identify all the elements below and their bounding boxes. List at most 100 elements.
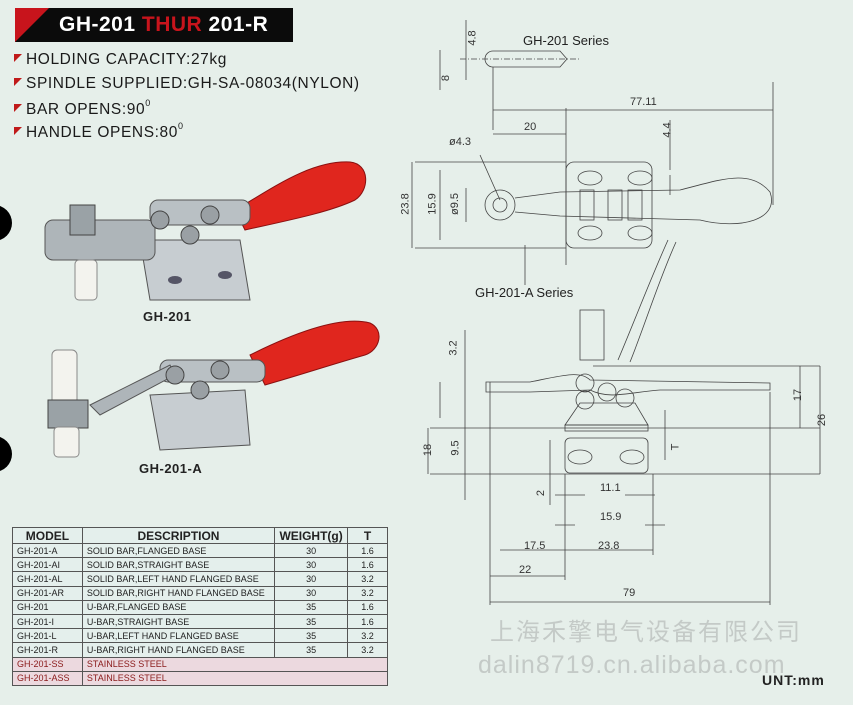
bullet-icon (14, 127, 22, 135)
spec-text: BAR OPENS:90 (26, 101, 146, 118)
cell-weight: 30 (274, 585, 349, 601)
cell-t: 1.6 (347, 542, 388, 559)
cell-model: GH-201-I (12, 613, 83, 630)
series-label: GH-201-A Series (475, 285, 574, 300)
title-banner: GH-201 THUR 201-R (15, 8, 293, 42)
dimension-label: ø9.5 (449, 192, 462, 216)
spec-line: HOLDING CAPACITY:27kg (14, 51, 227, 69)
title-model-to: 201-R (208, 13, 269, 36)
watermark-url: dalin8719.cn.alibaba.com (478, 651, 786, 679)
column-header: T (347, 527, 388, 544)
spec-line: SPINDLE SUPPLIED:GH-SA-08034(NYLON) (14, 75, 360, 93)
cell-weight: 30 (274, 542, 349, 559)
cell-weight: 35 (274, 599, 349, 615)
dimension-label: 23.8 (598, 540, 620, 552)
cell-weight: 35 (274, 642, 349, 658)
dimension-label: 2 (535, 489, 548, 497)
dimension-label: 4.8 (466, 30, 479, 46)
column-header: MODEL (12, 527, 83, 544)
table-header-row: MODEL DESCRIPTION WEIGHT(g) T (12, 527, 388, 544)
dimension-label: T (669, 443, 682, 451)
dimension-label: 9.5 (449, 440, 462, 456)
cell-description: SOLID BAR,FLANGED BASE (81, 542, 276, 559)
dimension-label: 22 (519, 564, 532, 576)
cell-t: 3.2 (347, 628, 388, 644)
dimension-label: 23.8 (399, 193, 412, 215)
cell-model: GH-201-AI (12, 557, 83, 573)
cell-model: GH-201-L (12, 628, 83, 644)
column-header: DESCRIPTION (81, 527, 276, 544)
spec-line: HANDLE OPENS:800 (14, 121, 184, 142)
dimension-label: 4.4 (661, 122, 674, 138)
technical-drawing (411, 20, 821, 605)
dimension-label: 11.1 (600, 482, 621, 494)
cell-model: GH-201-AR (12, 585, 83, 601)
binder-hole (0, 205, 12, 241)
cell-weight: 35 (274, 613, 349, 630)
cell-weight: 30 (274, 571, 349, 587)
bullet-icon (14, 54, 22, 62)
dimension-label: ø4.3 (449, 136, 472, 148)
degree-mark: 0 (178, 121, 184, 131)
cell-model: GH-201-R (12, 642, 83, 658)
cell-t: 3.2 (347, 642, 388, 658)
spec-text: HOLDING CAPACITY:27kg (26, 51, 227, 68)
spec-text: SPINDLE SUPPLIED:GH-SA-08034(NYLON) (26, 75, 360, 92)
cell-description: STAINLESS STEEL (81, 670, 389, 686)
cell-model: GH-201-AL (12, 571, 83, 587)
page-title: GH-201 THUR 201-R (59, 13, 268, 37)
dimension-label: 15.9 (600, 511, 622, 523)
cell-description: SOLID BAR,LEFT HAND FLANGED BASE (81, 571, 276, 587)
cell-description: U-BAR,RIGHT HAND FLANGED BASE (81, 642, 276, 658)
dimension-label: 3.2 (447, 340, 460, 356)
bullet-icon (14, 78, 22, 86)
dimension-label: 20 (524, 121, 537, 133)
series-label: GH-201 Series (523, 33, 609, 48)
dimension-label: 8 (440, 74, 453, 82)
cell-model: GH-201-ASS (12, 670, 83, 686)
column-header: WEIGHT(g) (274, 527, 349, 544)
dimension-label: 77.11 (630, 96, 657, 108)
cell-weight: 35 (274, 628, 349, 644)
banner-red-corner (15, 8, 49, 42)
cell-description: STAINLESS STEEL (81, 656, 389, 672)
degree-mark: 0 (145, 98, 151, 108)
cell-weight: 30 (274, 557, 349, 573)
cell-t: 3.2 (347, 571, 388, 587)
dimension-label: 79 (623, 587, 636, 599)
cell-description: U-BAR,STRAIGHT BASE (81, 613, 276, 630)
bullet-icon (14, 104, 22, 112)
cell-description: U-BAR,FLANGED BASE (81, 599, 276, 615)
dimension-label: 26 (816, 413, 829, 427)
product-photo-gh-201-a (47, 320, 380, 458)
dimension-label: 15.9 (426, 193, 439, 215)
unit-label: UNT:mm (762, 672, 825, 688)
dimension-label: 17.5 (524, 540, 546, 552)
cell-t: 1.6 (347, 599, 388, 615)
spec-text: HANDLE OPENS:80 (26, 124, 178, 141)
product-label: GH-201-A (139, 461, 203, 476)
cell-t: 1.6 (347, 613, 388, 630)
cell-model: GH-201-A (12, 542, 83, 559)
title-thru: THUR (141, 13, 203, 36)
cell-description: SOLID BAR,RIGHT HAND FLANGED BASE (81, 585, 276, 601)
cell-t: 3.2 (347, 585, 388, 601)
product-label: GH-201 (143, 309, 192, 324)
cell-model: GH-201-SS (12, 656, 83, 672)
spec-line: BAR OPENS:900 (14, 98, 151, 119)
cell-description: SOLID BAR,STRAIGHT BASE (81, 557, 276, 573)
binder-hole (0, 436, 12, 472)
title-model-from: GH-201 (59, 13, 136, 36)
watermark-company: 上海禾擎电气设备有限公司 (490, 619, 802, 646)
dimension-label: 17 (792, 388, 805, 402)
cell-t: 1.6 (347, 557, 388, 573)
cell-description: U-BAR,LEFT HAND FLANGED BASE (81, 628, 276, 644)
